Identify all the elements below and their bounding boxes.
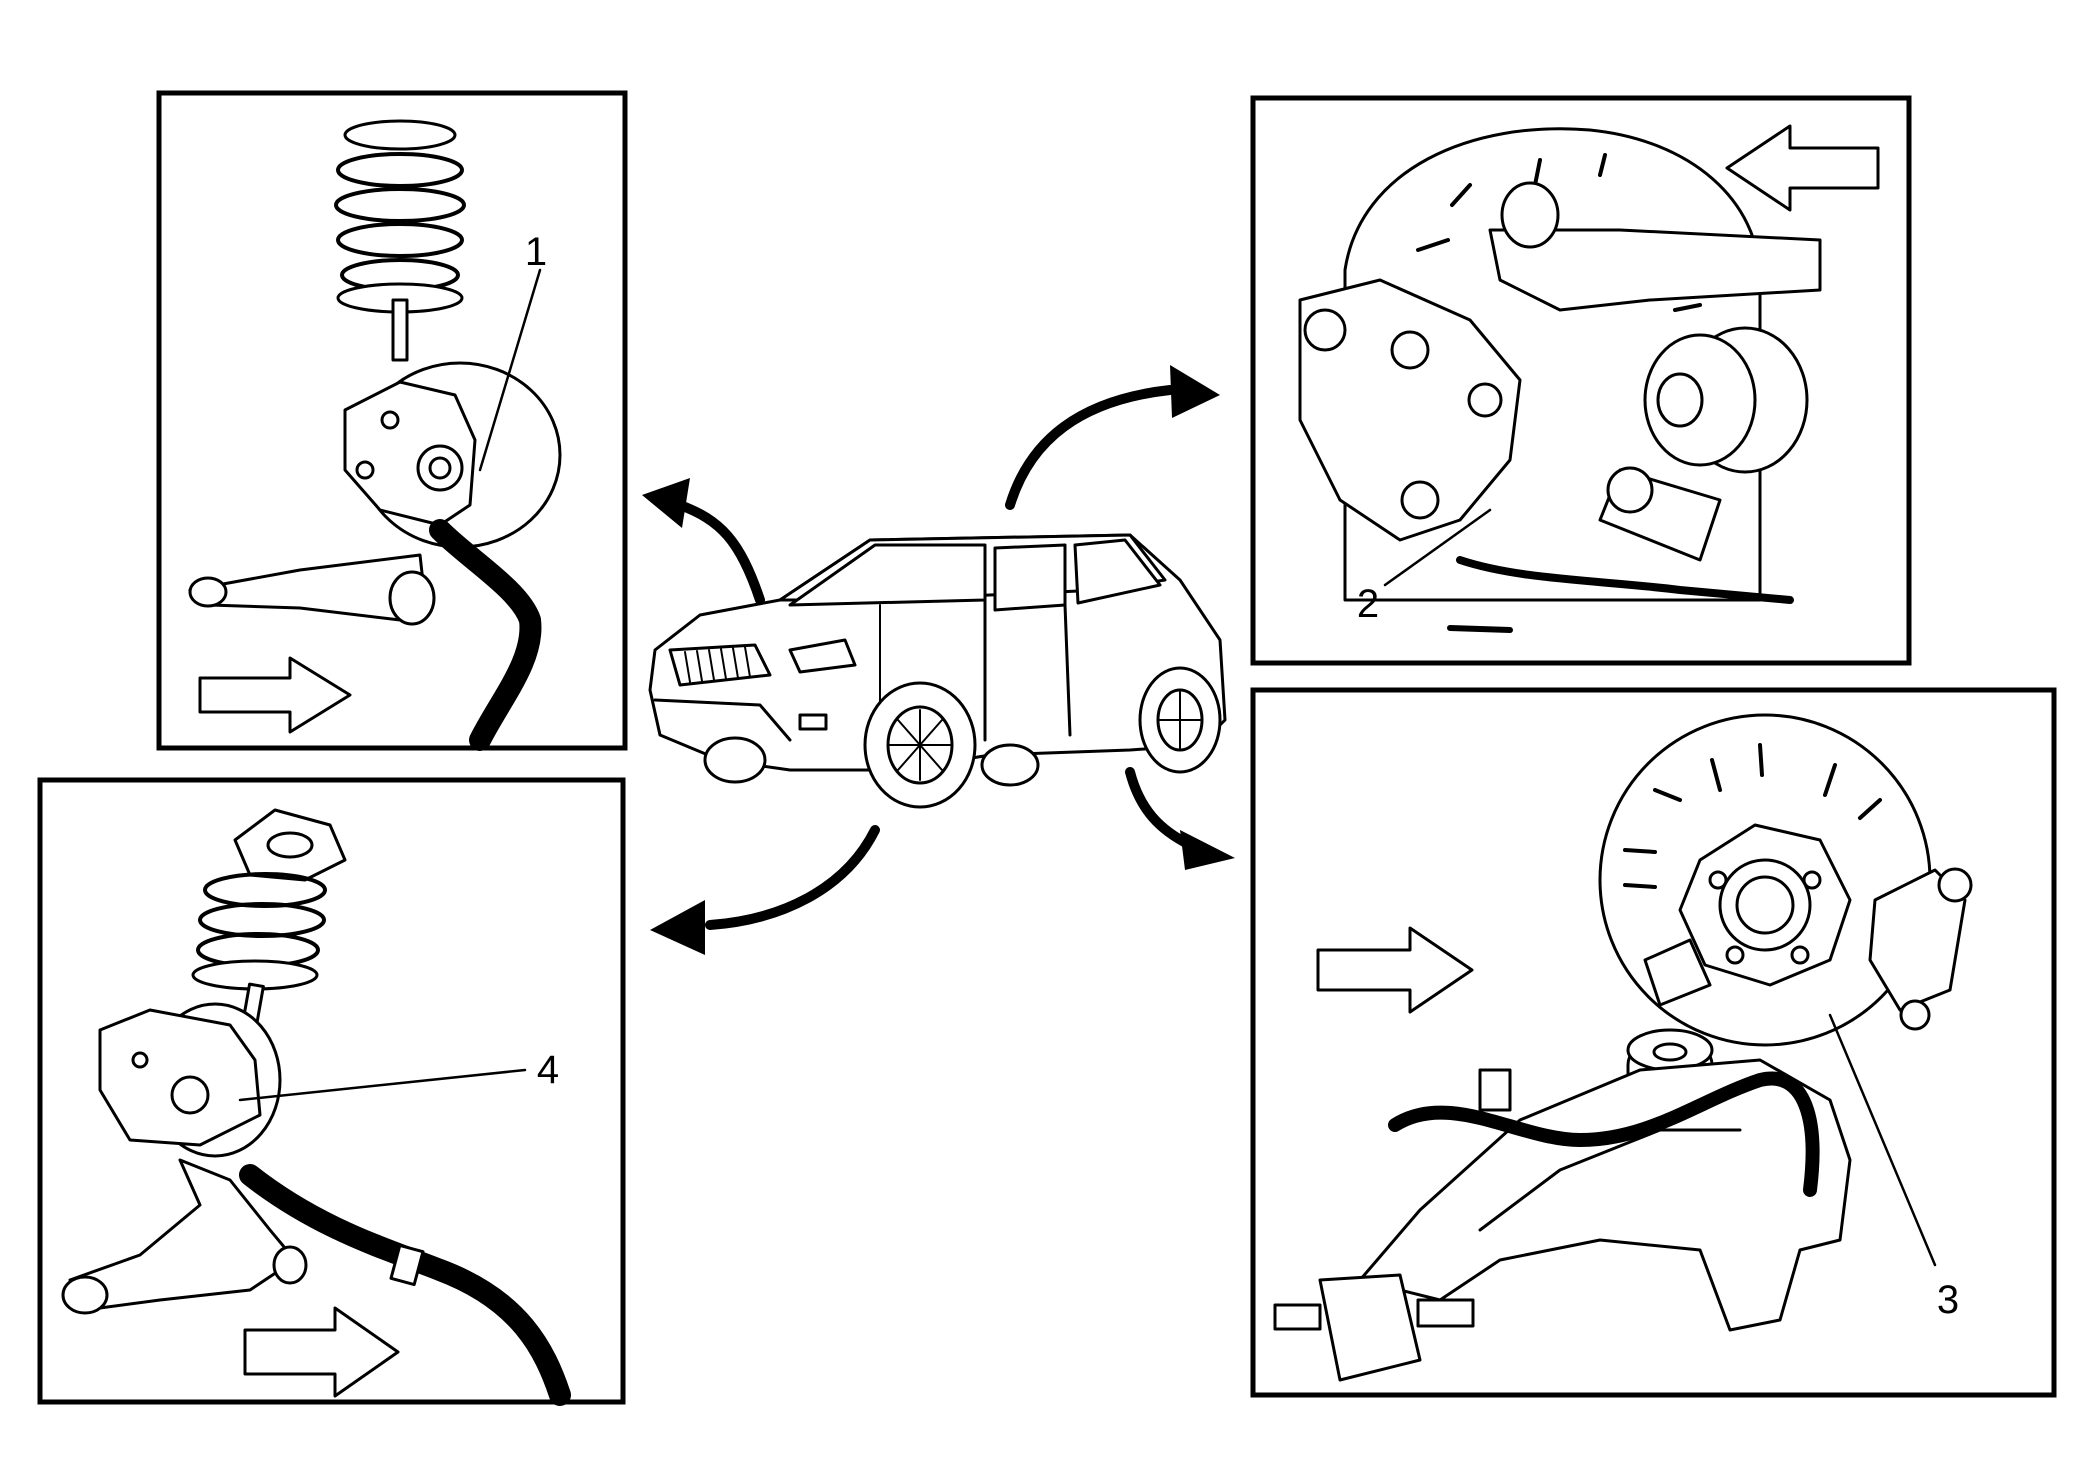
arrow-head-icon — [650, 900, 705, 955]
callout-4: 4 — [537, 1048, 559, 1092]
upper-control-arm — [1488, 228, 1822, 312]
front-arrow-icon — [243, 1306, 400, 1398]
coil-spring — [334, 119, 466, 362]
windshield — [788, 543, 987, 607]
panel-front-strut-bottom: 4 — [37, 777, 626, 1406]
rear-wheel — [1138, 666, 1222, 774]
control-arm — [68, 1158, 297, 1312]
knuckle — [1298, 278, 1522, 542]
bushing — [1643, 326, 1809, 474]
arrow-head-icon — [642, 478, 690, 528]
front-arrow-icon — [198, 656, 352, 734]
pointer-arrows — [642, 365, 1235, 955]
callout-1: 1 — [525, 230, 547, 274]
vehicle-illustration — [648, 533, 1227, 809]
rear-window — [1073, 538, 1162, 605]
knuckle-hub — [98, 1002, 282, 1158]
arrow-head-icon — [1170, 365, 1220, 418]
front-wheel — [863, 681, 977, 809]
front-arrow-icon — [1316, 926, 1474, 1014]
headlight — [788, 638, 857, 674]
panel-rear-knuckle-top: 2 — [1250, 95, 1912, 666]
panel-rear-knuckle-bottom: 3 — [1250, 687, 2057, 1398]
hub-flange — [1678, 823, 1852, 987]
lower-control-arm — [1358, 1058, 1852, 1332]
side-window — [993, 543, 1067, 612]
grille — [668, 643, 772, 687]
callout-3: 3 — [1937, 1278, 1959, 1322]
knuckle-hub — [343, 361, 562, 549]
strut-assembly — [191, 808, 347, 1028]
arrow-head-icon — [1180, 830, 1235, 870]
callout-2: 2 — [1357, 582, 1379, 626]
front-arrow-icon — [1725, 124, 1880, 212]
panel-front-strut-top: 1 — [156, 90, 628, 751]
